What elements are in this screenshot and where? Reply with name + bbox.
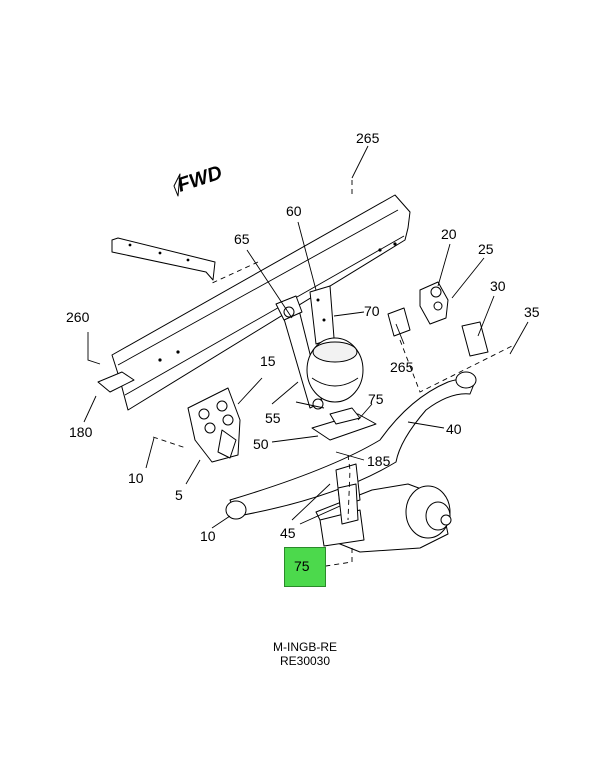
forward-arrow-icon	[173, 173, 181, 197]
callout-75-top: 75	[368, 391, 384, 407]
front-hanger-bracket	[187, 387, 241, 463]
highlighted-part-box[interactable]	[284, 547, 326, 587]
callout-185: 185	[367, 453, 391, 469]
highlighted-callout-75[interactable]: 75	[294, 558, 310, 574]
callout-45: 45	[280, 525, 296, 541]
air-spring	[306, 337, 364, 403]
callout-50: 50	[253, 436, 269, 452]
callout-260: 260	[66, 309, 90, 325]
callout-55: 55	[265, 410, 281, 426]
shock-bracket	[309, 285, 335, 345]
callout-265-top: 265	[356, 130, 380, 146]
drawing-code-line2: RE30030	[279, 654, 331, 668]
callout-25: 25	[478, 241, 494, 257]
callout-20: 20	[441, 226, 457, 242]
axle-seat	[311, 407, 377, 441]
callout-180: 180	[69, 424, 93, 440]
callout-35: 35	[524, 304, 540, 320]
drawing-code-line1: M-INGB-RE	[273, 640, 337, 654]
leaf-spring	[225, 371, 477, 520]
bracket-180	[97, 371, 135, 393]
rear-hanger	[387, 281, 489, 357]
callout-5: 5	[175, 487, 183, 503]
callout-30: 30	[490, 278, 506, 294]
forward-label: FWD	[175, 162, 225, 197]
callout-60: 60	[286, 203, 302, 219]
cross-brace	[111, 237, 216, 281]
callout-65: 65	[234, 231, 250, 247]
callout-40: 40	[446, 421, 462, 437]
callout-15: 15	[260, 353, 276, 369]
leader-lines	[152, 180, 513, 567]
callout-265-mid: 265	[390, 359, 414, 375]
callout-70: 70	[364, 303, 380, 319]
axle-hub	[315, 483, 452, 553]
callout-10-bottom: 10	[200, 528, 216, 544]
frame-rail	[111, 194, 411, 411]
callout-10-left: 10	[128, 470, 144, 486]
solid-leaders	[83, 145, 529, 529]
